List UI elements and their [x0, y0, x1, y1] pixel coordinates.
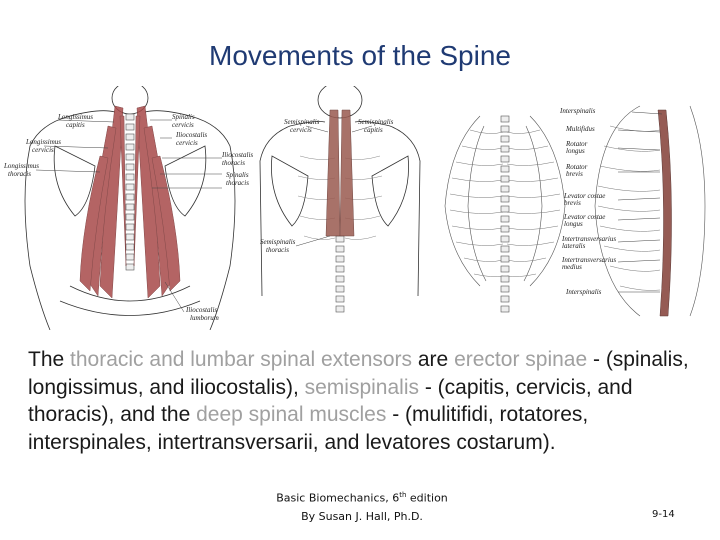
figure-deep-muscles-detail-leaders — [617, 111, 663, 293]
label-iliocostalis-thoracis-2: thoracis — [222, 159, 245, 167]
figure-deep-muscles-detail-ribs — [597, 125, 661, 291]
label-longissimus-thoracis-2: thoracis — [8, 170, 31, 178]
label-multifidus: Multifidus — [565, 125, 595, 133]
label-iliocostalis-cervicis-1: Iliocostalis — [175, 131, 207, 139]
figure-semispinalis — [259, 86, 421, 297]
slide-number: 9-14 — [652, 509, 675, 520]
body-text: The thoracic and lumbar spinal extensors… — [28, 346, 712, 456]
body-text-segment: are — [412, 348, 455, 371]
spine-muscle-illustration: Longissimus capitis Longissimus cervicis… — [0, 86, 720, 330]
figure-deep-muscles-detail-muscle — [657, 109, 672, 317]
figure-erector-spinae-vertebrae — [125, 113, 135, 271]
label-levator-costae-brevis-1: Levator costae — [563, 192, 605, 200]
slide-title: Movements of the Spine — [209, 40, 511, 71]
citation-edition-sup: th — [399, 491, 407, 499]
label-rotator-longus-1: Rotator — [565, 140, 588, 148]
label-longissimus-capitis-1: Longissimus — [57, 113, 93, 121]
figure-semispinalis-leaders — [295, 125, 373, 247]
label-rotator-brevis-2: brevis — [566, 170, 583, 178]
label-spinalis-cervicis-2: cervicis — [172, 121, 194, 129]
figure-erector-spinae — [24, 86, 236, 330]
label-interspinalis-bottom: Interspinalis — [565, 288, 602, 296]
label-semispinalis-thoracis-2: thoracis — [266, 246, 289, 254]
body-text-highlight: deep spinal muscles — [196, 403, 387, 426]
figure-deep-muscles-ribs — [449, 129, 561, 277]
figure-erector-spinae-muscles — [79, 105, 181, 299]
label-intertransversarius-medius-2: medius — [562, 263, 582, 271]
label-semispinalis-cervicis-2: cervicis — [290, 126, 312, 134]
label-iliocostalis-lumborum-2: lumborum — [190, 314, 219, 322]
label-semispinalis-thoracis-1: Semispinalis — [260, 238, 296, 246]
label-longissimus-cervicis-1: Longissimus — [25, 138, 61, 146]
label-rotator-brevis-1: Rotator — [565, 163, 588, 171]
citation-line-1: Basic Biomechanics, 6th edition — [242, 486, 482, 508]
label-levator-costae-brevis-2: brevis — [564, 199, 581, 207]
label-intertransversarius-medius-1: Intertransversarius — [561, 256, 616, 264]
label-iliocostalis-thoracis-1: Iliocostalis — [221, 151, 253, 159]
figure-deep-muscles-detail — [594, 105, 706, 317]
label-longissimus-thoracis-1: Longissimus — [3, 162, 39, 170]
label-spinalis-thoracis-1: Spinalis — [226, 171, 249, 179]
figure-erector-spinae-leaders — [35, 119, 222, 313]
label-spinalis-cervicis-1: Spinalis — [172, 113, 195, 121]
body-text-highlight: semispinalis — [304, 375, 419, 399]
label-longissimus-cervicis-2: cervicis — [32, 146, 54, 154]
figure-semispinalis-muscles — [325, 109, 355, 237]
label-iliocostalis-cervicis-2: cervicis — [176, 139, 198, 147]
body-text-highlight: thoracic and lumbar spinal extensors — [70, 348, 413, 371]
citation-line-2: By Susan J. Hall, Ph.D. — [301, 509, 423, 523]
citation-book: Basic Biomechanics, 6 — [276, 491, 400, 505]
label-iliocostalis-lumborum-1: Iliocostalis — [185, 306, 217, 314]
anatomy-drawing: Longissimus capitis Longissimus cervicis… — [3, 86, 706, 330]
body-text-segment: - (mulitifidi, rotatores, interspinales,… — [28, 403, 589, 454]
label-intertransversarius-lateralis-2: lateralis — [562, 242, 586, 250]
label-semispinalis-cervicis-1: Semispinalis — [284, 118, 320, 126]
figure-semispinalis-vertebrae — [335, 235, 345, 313]
body-text-segment: - (capitis, cervicis, and thoracis), and… — [28, 375, 633, 427]
body-text-highlight: erector spinae — [454, 348, 588, 371]
label-semispinalis-capitis-2: capitis — [364, 126, 383, 134]
label-semispinalis-capitis-1: Semispinalis — [358, 118, 394, 126]
label-spinalis-thoracis-2: thoracis — [226, 179, 249, 187]
label-rotator-longus-2: longus — [566, 147, 585, 155]
citation-edition: edition — [406, 491, 448, 505]
body-text-segment: The — [28, 348, 71, 371]
label-levator-costae-longus-1: Levator costae — [563, 213, 605, 221]
label-longissimus-capitis-2: capitis — [66, 121, 85, 129]
figure-deep-muscles-spine — [500, 115, 510, 313]
label-levator-costae-longus-2: longus — [564, 220, 583, 228]
body-text-segment: - (spinalis, longissimus, and iliocostal… — [28, 348, 689, 399]
citation: Basic Biomechanics, 6th edition By Susan… — [242, 486, 482, 526]
label-intertransversarius-lateralis-1: Intertransversarius — [561, 235, 616, 243]
label-interspinalis-top: Interspinalis — [559, 107, 596, 115]
